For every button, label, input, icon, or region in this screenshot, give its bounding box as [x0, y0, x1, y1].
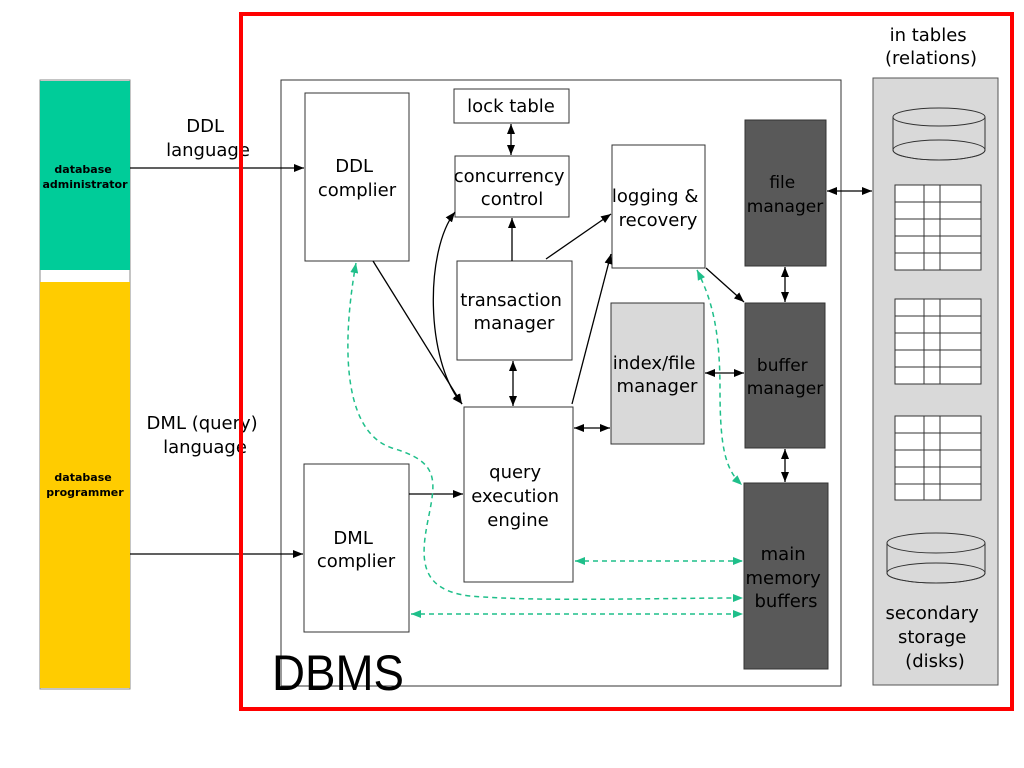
secondary-storage-label: secondary storage (disks)	[885, 603, 984, 672]
label-line: storage	[898, 627, 966, 648]
label-line: DML (query)	[147, 413, 258, 434]
label-line: (relations)	[885, 48, 977, 69]
label-line: transaction	[460, 290, 562, 311]
secondary-storage-panel: secondary storage (disks)	[872, 77, 999, 686]
label-line: manager	[617, 376, 699, 397]
database-programmer-box	[40, 282, 130, 688]
dashed-arrow-ddl-compiler-main-memory	[347, 262, 744, 603]
ddl-language-label: DDL language	[166, 116, 250, 161]
label-line: administrator	[42, 178, 128, 191]
main-memory-buffers-label: main memory buffers	[746, 544, 827, 612]
label-line: manager	[747, 379, 823, 399]
arrow-transaction-to-logging	[545, 213, 612, 260]
label-line: manager	[474, 313, 556, 334]
label-line: DDL	[335, 156, 373, 177]
label-line: complier	[317, 551, 396, 572]
label-line: in tables	[890, 25, 967, 46]
label-line: recovery	[619, 210, 698, 231]
transaction-manager: transaction manager	[456, 260, 573, 361]
label-line: logging &	[612, 186, 698, 207]
database-programmer-label: database programmer	[46, 471, 124, 499]
file-manager-label: file manager	[747, 173, 823, 217]
label-line: complier	[318, 180, 397, 201]
relation-table-icon	[894, 184, 982, 271]
dbms-label: DBMS	[272, 645, 404, 701]
actor-column: database administrator database programm…	[39, 79, 131, 690]
dml-language-label: DML (query) language	[147, 413, 264, 458]
label-line: execution	[471, 486, 559, 507]
label-line: database	[54, 471, 111, 484]
label-line: index/file	[613, 353, 696, 374]
logging-recovery-label: logging & recovery	[612, 186, 704, 231]
label-line: buffer	[757, 356, 808, 376]
query-execution-engine: query execution engine	[463, 406, 574, 583]
data-flow-arrows	[347, 262, 744, 618]
file-manager: file manager	[744, 119, 827, 267]
relation-table-icon	[894, 415, 982, 501]
dml-compiler: DML complier	[303, 463, 410, 633]
ddl-compiler: DDL complier	[304, 92, 410, 262]
label-line: file	[769, 173, 795, 193]
label-line: DDL	[186, 116, 224, 137]
label-line: engine	[487, 510, 548, 531]
index-file-manager: index/file manager	[610, 302, 705, 445]
label-line: database	[54, 163, 111, 176]
main-memory-buffers: main memory buffers	[743, 482, 829, 670]
disk-cylinder-icon	[892, 107, 986, 161]
dbms-boundary	[239, 12, 1014, 711]
label-line: buffers	[754, 591, 817, 612]
lock-table: lock table	[453, 88, 570, 124]
relation-table-icon	[894, 298, 982, 385]
database-administrator-box	[40, 81, 130, 270]
database-administrator-label: database administrator	[42, 163, 128, 191]
label-line: query	[489, 462, 541, 483]
disk-cylinder-icon	[886, 532, 986, 584]
label-line: secondary	[885, 603, 979, 624]
label-line: language	[166, 140, 250, 161]
label-line: memory	[746, 568, 822, 589]
ddl-compiler-label: DDL complier	[318, 156, 397, 201]
label-line: main	[761, 544, 806, 565]
label-line: control	[481, 189, 543, 210]
label-line: concurrency	[454, 166, 565, 187]
concurrency-control-label: concurrency control	[454, 166, 570, 210]
buffer-manager: buffer manager	[744, 302, 826, 449]
label-line: manager	[747, 197, 823, 217]
concurrency-control: concurrency control	[454, 155, 570, 218]
relations-caption: in tables (relations)	[885, 25, 977, 69]
label-line: language	[163, 437, 247, 458]
buffer-manager-label: buffer manager	[747, 356, 823, 399]
logging-recovery: logging & recovery	[611, 144, 706, 269]
lock-table-label: lock table	[467, 96, 555, 117]
label-line: DML	[333, 528, 372, 549]
label-line: (disks)	[905, 651, 965, 672]
dashed-arrow-logging-main-memory	[696, 269, 743, 486]
label-line: programmer	[46, 486, 124, 499]
